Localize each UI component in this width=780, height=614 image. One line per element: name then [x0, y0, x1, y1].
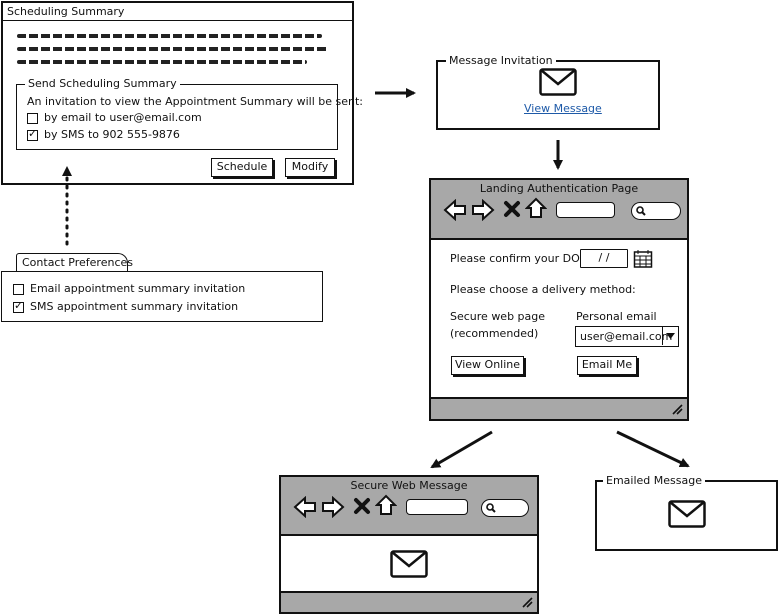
browser-status-bar	[431, 397, 687, 419]
sms-invitation-label: by SMS to 902 555-9876	[44, 128, 180, 141]
view-online-button[interactable]: View Online	[451, 356, 524, 375]
home-icon[interactable]	[375, 494, 397, 516]
sms-preference-label: SMS appointment summary invitation	[30, 300, 239, 313]
envelope-icon	[668, 500, 706, 528]
envelope-icon	[390, 550, 428, 578]
secure-web-page-label: Secure web page	[450, 310, 546, 323]
browser-toolbar: Secure Web Message	[281, 477, 537, 536]
home-icon[interactable]	[525, 197, 547, 219]
landing-authentication-window: Landing Authentication Page Please confi…	[429, 178, 689, 421]
modify-button[interactable]: Modify	[285, 158, 335, 177]
calendar-icon[interactable]	[633, 249, 653, 269]
send-scheduling-summary-group: Send Scheduling Summary An invitation to…	[16, 77, 363, 150]
recommended-label: (recommended)	[450, 327, 539, 340]
placeholder-text-line	[17, 47, 329, 51]
address-bar[interactable]	[556, 202, 615, 218]
forward-arrow-icon[interactable]	[321, 496, 345, 518]
email-preference-label: Email appointment summary invitation	[30, 282, 246, 295]
arrow-landing-to-secure-web	[430, 430, 493, 469]
browser-status-bar	[281, 591, 537, 612]
email-select[interactable]: user@email.com	[575, 326, 679, 347]
delivery-method-label: Please choose a delivery method:	[450, 283, 636, 296]
invitation-intro-text: An invitation to view the Appointment Su…	[27, 95, 363, 108]
dob-label: Please confirm your DOB:	[450, 252, 592, 265]
arrow-landing-to-emailed	[616, 430, 690, 468]
landing-page-title: Landing Authentication Page	[479, 182, 639, 195]
placeholder-text-line	[17, 60, 307, 64]
contact-preferences-tab[interactable]: Contact Preferences	[16, 253, 133, 272]
email-select-value: user@email.com	[580, 330, 673, 343]
send-scheduling-summary-label: Send Scheduling Summary	[25, 77, 180, 91]
emailed-message-group: Emailed Message	[595, 474, 778, 551]
browser-search-field[interactable]	[631, 202, 681, 220]
secure-web-message-window: Secure Web Message	[279, 475, 539, 614]
scheduling-summary-title: Scheduling Summary	[3, 3, 352, 21]
contact-preferences-panel: Email appointment summary invitation SMS…	[1, 271, 323, 322]
message-invitation-label: Message Invitation	[446, 54, 556, 68]
search-icon	[486, 503, 496, 513]
stop-x-icon[interactable]	[503, 200, 521, 218]
secure-web-message-title: Secure Web Message	[350, 479, 468, 492]
email-invitation-checkbox[interactable]	[27, 113, 38, 124]
dob-input[interactable]: / /	[580, 249, 628, 268]
stop-x-icon[interactable]	[353, 497, 371, 515]
resize-grip-icon[interactable]	[671, 403, 683, 415]
back-arrow-icon[interactable]	[293, 496, 317, 518]
sms-invitation-checkbox[interactable]	[27, 127, 38, 141]
emailed-message-label: Emailed Message	[603, 474, 705, 488]
forward-arrow-icon[interactable]	[471, 199, 495, 221]
message-invitation-group: Message Invitation View Message	[436, 54, 660, 130]
sms-preference-checkbox[interactable]	[13, 299, 24, 313]
email-invitation-label: by email to user@email.com	[44, 111, 202, 124]
envelope-icon	[539, 68, 577, 96]
view-message-link[interactable]: View Message	[524, 102, 602, 115]
contact-preferences-tab-label: Contact Preferences	[22, 256, 133, 269]
email-me-button[interactable]: Email Me	[577, 356, 637, 375]
browser-toolbar: Landing Authentication Page	[431, 180, 687, 240]
back-arrow-icon[interactable]	[443, 199, 467, 221]
dropdown-arrow-icon[interactable]	[662, 327, 678, 345]
personal-email-label: Personal email	[576, 310, 657, 323]
email-preference-checkbox[interactable]	[13, 284, 24, 295]
search-icon	[636, 206, 646, 216]
address-bar[interactable]	[406, 499, 468, 515]
resize-grip-icon[interactable]	[521, 596, 533, 608]
placeholder-text-line	[17, 34, 322, 38]
schedule-button[interactable]: Schedule	[211, 158, 273, 177]
browser-search-field[interactable]	[481, 499, 529, 517]
scheduling-summary-window: Scheduling Summary Send Scheduling Summa…	[1, 1, 363, 185]
